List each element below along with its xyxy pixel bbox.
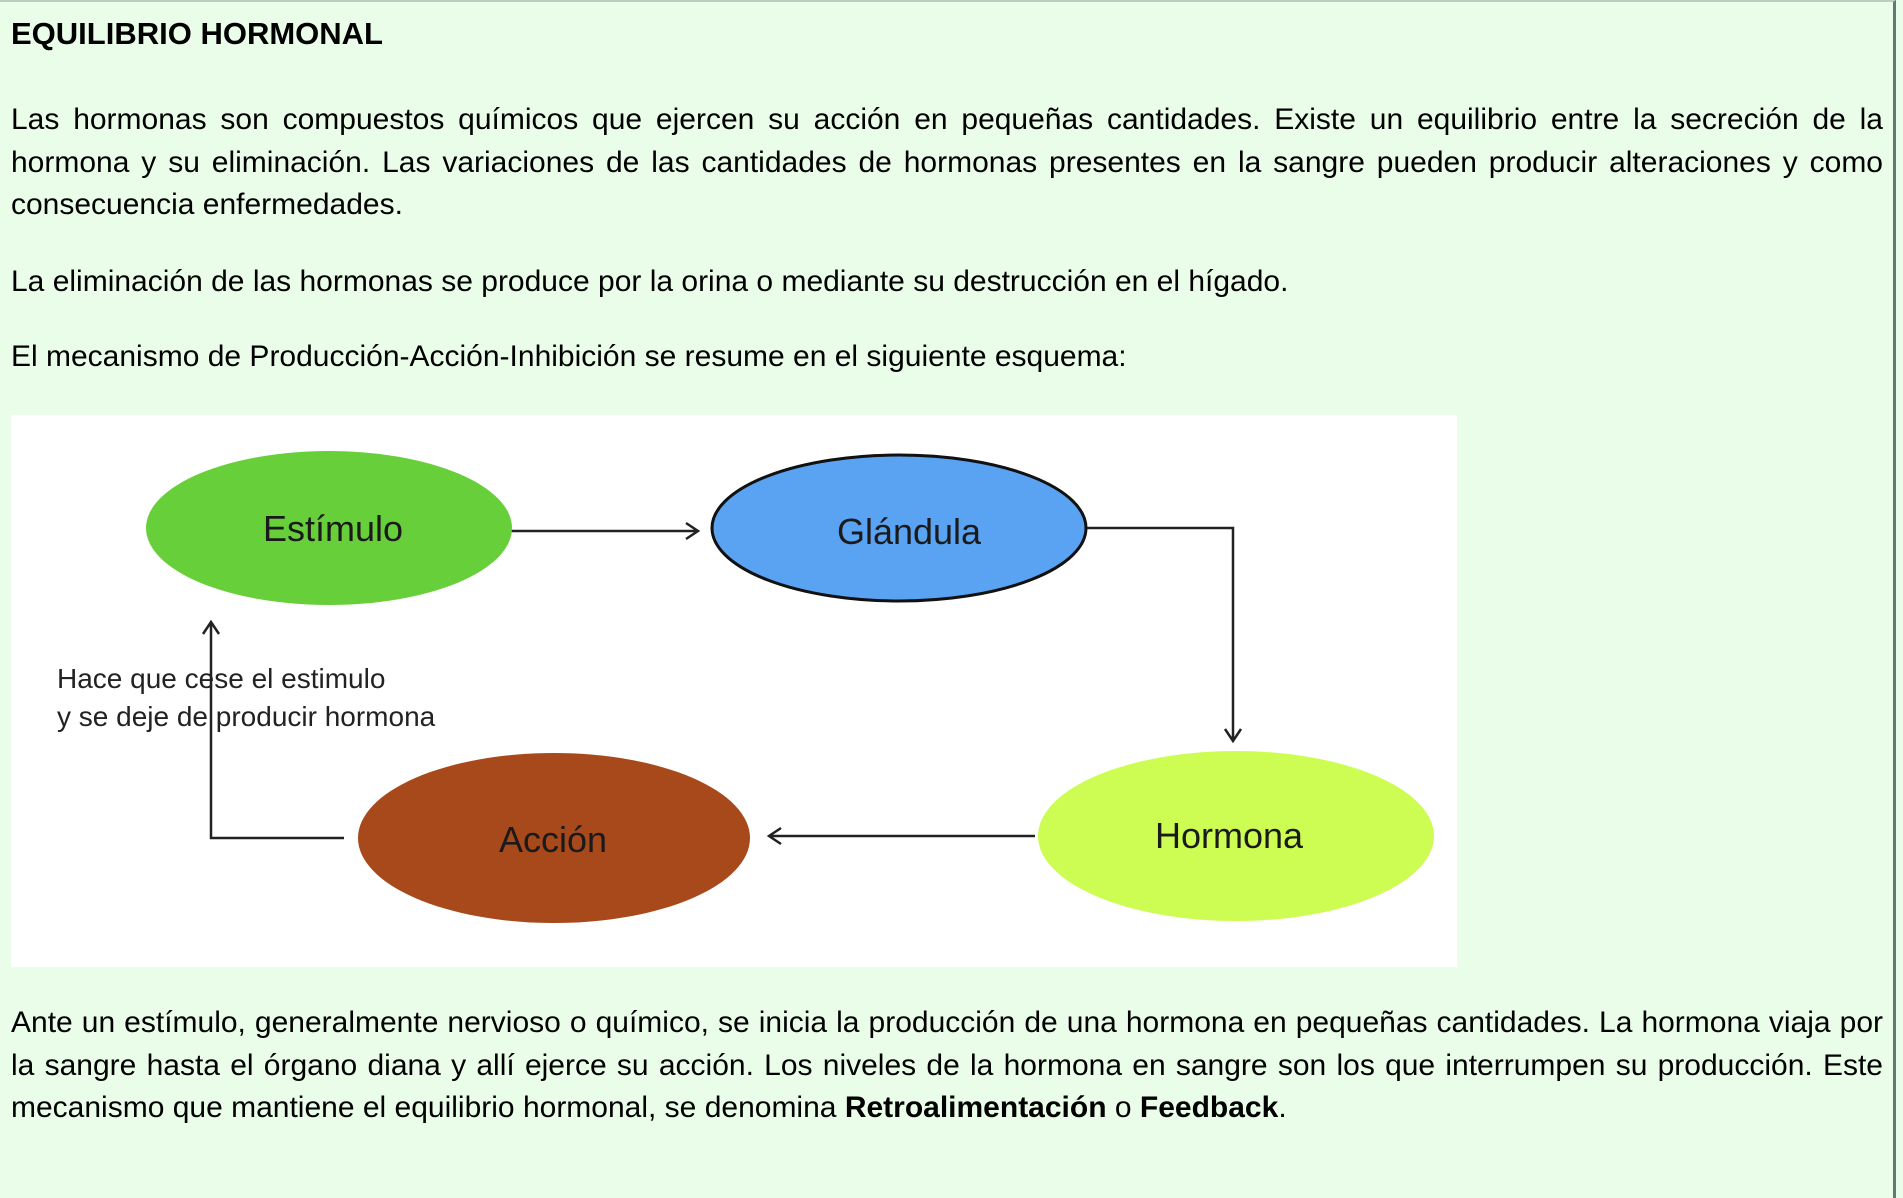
paragraph-elimination: La eliminación de las hormonas se produc… [11,265,1289,298]
arrow-accion-estimulo [201,619,344,840]
arrow-estimulo-glandula [510,521,701,541]
note-line-1: Hace que cese el estimulo [57,663,385,694]
arrow-glandula-hormona [1087,526,1243,744]
text: Ante un estímulo, generalmente nervioso … [11,1006,1883,1124]
term-retroalimentacion: Retroalimentación [844,1091,1107,1124]
paragraph-feedback: Ante un estímulo, generalmente nervioso … [11,1002,1883,1130]
term-feedback: Feedback [1139,1091,1279,1124]
node-hormona [1038,751,1434,921]
label-hormona: Hormona [1155,815,1304,856]
node-estimulo [146,451,512,605]
text: o [1106,1091,1140,1124]
paragraph-mechanism: El mecanismo de Producción-Acción-Inhibi… [11,340,1127,373]
text: . [1278,1091,1287,1124]
label-glandula: Glándula [837,511,982,552]
node-accion [358,753,750,923]
node-glandula [710,453,1088,603]
label-estimulo: Estímulo [263,508,403,549]
label-accion: Acción [499,819,607,860]
note-line-2: y se deje de producir hormona [57,701,436,732]
page-title: EQUILIBRIO HORMONAL [11,16,383,51]
paragraph-intro: Las hormonas son compuestos químicos que… [11,103,1883,221]
feedback-diagram: Estímulo Glándula Hormona Acción Hace qu… [11,415,1457,967]
arrow-hormona-accion [766,826,1035,846]
